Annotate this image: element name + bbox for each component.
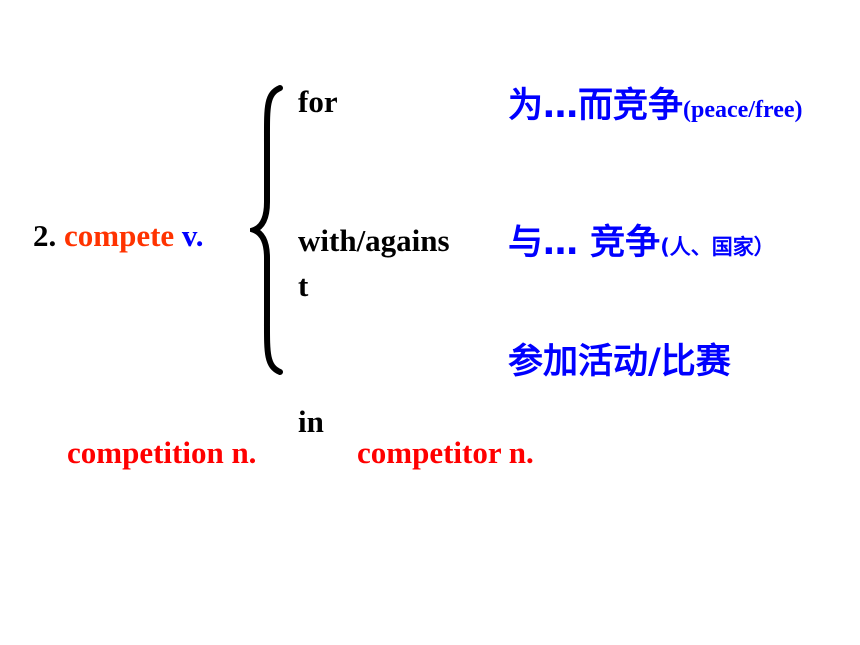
preposition-with-against: with/agains (298, 223, 450, 258)
meaning-with: 与… 竞争(人、国家） (508, 225, 775, 261)
preposition-with-against-wrap: t (298, 268, 309, 303)
curly-brace-icon (250, 85, 283, 375)
preposition-for: for (298, 84, 338, 119)
item-number: 2. (33, 218, 57, 253)
derivative-competition: competition n. (67, 435, 257, 470)
part-of-speech: v. (181, 218, 204, 253)
meaning-in: 参加活动/比赛 (508, 342, 731, 382)
preposition-in: in (298, 404, 324, 439)
heading-line: 2. compete v. (33, 220, 203, 251)
headword: compete (64, 218, 175, 253)
meaning-with-note: (人、国家） (660, 235, 775, 259)
derivative-competitor: competitor n. (357, 435, 534, 470)
meaning-with-main: 与… 竞争 (508, 223, 661, 263)
meaning-for: 为…而竞争(peace/free) (508, 88, 803, 124)
meaning-for-main: 为…而竞争 (508, 86, 684, 126)
meaning-for-note: (peace/free) (683, 97, 803, 123)
